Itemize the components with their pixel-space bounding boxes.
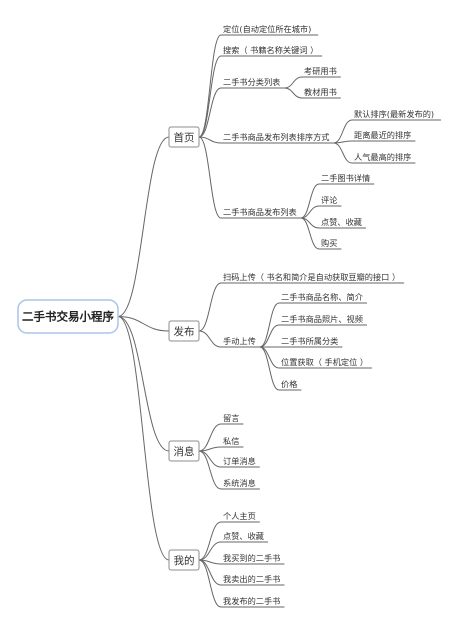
- leaf-connector: [259, 346, 280, 369]
- child-connector: [198, 541, 222, 561]
- node-0-2[interactable]: 二手书分类列表: [223, 77, 280, 87]
- node-2-1[interactable]: 私信: [223, 436, 239, 446]
- node-3-1[interactable]: 点赞、收藏: [223, 531, 264, 541]
- child-connector: [198, 423, 222, 452]
- child-connector: [198, 87, 222, 138]
- leaf-connector: [259, 346, 280, 391]
- node-1-1-2[interactable]: 二手书所属分类: [281, 336, 338, 346]
- branch-label-1: 发布: [174, 325, 195, 338]
- branch-label-2: 消息: [174, 445, 195, 458]
- node-3-3[interactable]: 我卖出的二手书: [223, 574, 280, 584]
- node-2-0[interactable]: 留言: [223, 413, 239, 423]
- branch-connector: [117, 316, 170, 561]
- node-3-0[interactable]: 个人主页: [223, 511, 256, 521]
- leaf-connector: [259, 324, 280, 348]
- child-connector: [198, 450, 222, 490]
- branch-node-3[interactable]: [168, 549, 200, 571]
- child-connector: [198, 450, 222, 468]
- node-1-0[interactable]: 扫码上传（ 书名和简介是自动获取豆瓣的接口 ）: [223, 272, 400, 282]
- child-connector: [198, 136, 222, 144]
- branch-label-0: 首页: [174, 131, 195, 144]
- node-1-1-1[interactable]: 二手书商品照片、视频: [281, 314, 363, 324]
- leaf-connector: [333, 119, 353, 144]
- leaf-connector: [284, 76, 303, 89]
- node-0-3-0[interactable]: 默认排序(最新发布的): [354, 109, 434, 119]
- node-3-4[interactable]: 我发布的二手书: [223, 596, 280, 606]
- node-2-3[interactable]: 系统消息: [223, 478, 256, 488]
- node-0-3-2[interactable]: 人气最高的排序: [354, 152, 411, 162]
- leaf-connector: [333, 142, 353, 164]
- node-0-4-3[interactable]: 购买: [321, 238, 337, 248]
- node-0-4-0[interactable]: 二手图书详情: [321, 173, 370, 183]
- node-0-2-0[interactable]: 考研用书: [304, 66, 337, 76]
- branch-node-1[interactable]: [168, 320, 200, 342]
- node-0-2-1[interactable]: 教材用书: [304, 87, 337, 97]
- node-0-1[interactable]: 搜索（ 书籍名称关键词 ）: [223, 45, 318, 55]
- branch-label-3: 我的: [174, 554, 195, 567]
- node-1-1-0[interactable]: 二手书商品名称、简介: [281, 292, 363, 302]
- branch-node-0[interactable]: [168, 126, 200, 148]
- child-connector: [198, 55, 222, 138]
- leaf-connector: [300, 217, 320, 250]
- branch-connector: [117, 316, 170, 452]
- node-0-4[interactable]: 二手书商品发布列表: [223, 207, 297, 217]
- node-2-2[interactable]: 订单消息: [223, 456, 256, 466]
- node-1-1-4[interactable]: 价格: [281, 379, 297, 389]
- child-connector: [198, 521, 222, 561]
- node-0-4-2[interactable]: 点赞、收藏: [321, 217, 362, 227]
- branch-connector: [117, 136, 170, 317]
- branch-connector: [117, 316, 170, 332]
- root-node[interactable]: [17, 299, 119, 334]
- node-3-2[interactable]: 我买到的二手书: [223, 553, 280, 563]
- branch-node-2[interactable]: [168, 440, 200, 462]
- child-connector: [198, 330, 222, 348]
- node-0-3-1[interactable]: 距离最近的排序: [354, 130, 411, 140]
- node-0-0[interactable]: 定位(自动定位所在城市): [223, 24, 311, 34]
- node-1-1-3[interactable]: 位置获取（ 手机定位 ）: [281, 357, 368, 367]
- root-title: 二手书交易小程序: [22, 310, 114, 324]
- child-connector: [198, 446, 222, 452]
- child-connector: [198, 34, 222, 138]
- node-1-1[interactable]: 手动上传: [223, 336, 256, 346]
- leaf-connector: [284, 87, 303, 99]
- node-0-4-1[interactable]: 评论: [321, 195, 337, 205]
- child-connector: [198, 559, 222, 608]
- leaf-connector: [259, 302, 280, 348]
- child-connector: [198, 282, 222, 332]
- leaf-connector: [300, 205, 320, 219]
- leaf-connector: [300, 183, 320, 219]
- node-0-3[interactable]: 二手书商品发布列表排序方式: [223, 132, 329, 142]
- child-connector: [198, 136, 222, 219]
